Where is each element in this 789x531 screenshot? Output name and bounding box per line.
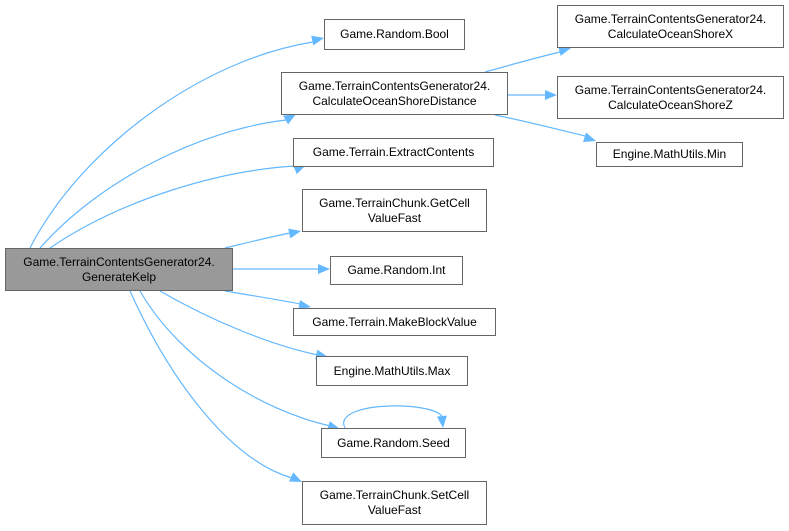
edge-line xyxy=(49,165,297,249)
edge-root-to-setcell xyxy=(129,290,302,482)
edge-line xyxy=(343,405,444,429)
edge-root-to-extract xyxy=(49,164,306,249)
node-label-line: ValueFast xyxy=(367,210,422,225)
node-label-line: CalculateOceanShoreDistance xyxy=(312,93,477,108)
edge-root-to-bool xyxy=(29,35,324,249)
node-mathutils-min[interactable]: Engine.MathUtils.Min xyxy=(596,142,743,167)
arrowhead-icon xyxy=(311,35,324,46)
node-label-line: GenerateKelp xyxy=(81,269,157,284)
node-label-line: Game.TerrainChunk.SetCell xyxy=(319,488,470,502)
edge-cosd-to-cosz xyxy=(508,90,557,100)
arrowhead-icon xyxy=(558,46,571,56)
edge-cosd-to-min xyxy=(494,114,596,143)
node-label-line: Game.TerrainContentsGenerator24. xyxy=(574,11,767,26)
node-label-line: Game.Terrain.MakeBlockValue xyxy=(312,314,477,329)
arrowhead-icon xyxy=(298,299,311,310)
edge-line xyxy=(159,290,319,356)
node-calculate-ocean-shore-x[interactable]: Game.TerrainContentsGenerator24. Calcula… xyxy=(557,5,784,48)
edge-line xyxy=(29,41,314,249)
node-label-line: CalculateOceanShoreX xyxy=(607,26,734,41)
arrowhead-icon xyxy=(293,164,306,175)
node-label-line: Engine.MathUtils.Min xyxy=(612,147,727,161)
node-make-block-value[interactable]: Game.Terrain.MakeBlockValue xyxy=(293,308,496,336)
node-label-line: Engine.MathUtils.Max xyxy=(333,363,451,378)
edge-line xyxy=(139,290,331,427)
arrowhead-icon xyxy=(436,415,447,428)
edge-line xyxy=(494,114,586,137)
arrowhead-icon xyxy=(288,228,301,239)
edge-root-to-cosd xyxy=(39,114,296,249)
edge-root-to-makeblock xyxy=(224,290,311,310)
node-label-line: Game.TerrainContentsGenerator24. xyxy=(23,254,215,269)
node-label-line: Game.TerrainChunk.GetCell xyxy=(319,195,470,210)
edge-line xyxy=(224,232,291,249)
arrowhead-icon xyxy=(545,90,557,100)
node-extract-contents[interactable]: Game.Terrain.ExtractContents xyxy=(293,138,494,167)
node-label-line: CalculateOceanShoreZ xyxy=(608,97,733,112)
edge-seed-to-seed xyxy=(343,405,447,429)
node-label-line: Game.Random.Seed xyxy=(337,435,450,450)
node-label-line: ValueFast xyxy=(367,503,422,517)
node-label-line: Game.Terrain.ExtractContents xyxy=(312,145,475,159)
node-random-seed[interactable]: Game.Random.Seed xyxy=(321,428,466,458)
node-label-line: Game.TerrainContentsGenerator24. xyxy=(574,82,767,97)
edge-line xyxy=(39,119,287,249)
node-random-bool[interactable]: Game.Random.Bool xyxy=(324,19,465,50)
node-calculate-ocean-shore-distance[interactable]: Game.TerrainContentsGenerator24. Calcula… xyxy=(281,72,508,115)
node-label-line: Game.TerrainContentsGenerator24. xyxy=(298,78,491,93)
edge-root-to-getcell xyxy=(224,228,301,249)
arrowhead-icon xyxy=(289,472,302,482)
arrowhead-icon xyxy=(583,132,596,143)
edge-line xyxy=(484,51,561,73)
node-random-int[interactable]: Game.Random.Int xyxy=(330,256,463,285)
node-mathutils-max[interactable]: Engine.MathUtils.Max xyxy=(316,356,468,386)
edge-cosd-to-cosx xyxy=(484,46,571,73)
node-calculate-ocean-shore-z[interactable]: Game.TerrainContentsGenerator24. Calcula… xyxy=(557,76,784,119)
arrowhead-icon xyxy=(283,114,296,125)
edge-root-to-int xyxy=(233,264,330,274)
node-label-line: Game.Random.Bool xyxy=(340,27,449,41)
node-set-cell-value-fast[interactable]: Game.TerrainChunk.SetCell ValueFast xyxy=(302,481,487,525)
node-get-cell-value-fast[interactable]: Game.TerrainChunk.GetCell ValueFast xyxy=(302,189,487,232)
node-label-line: Game.Random.Int xyxy=(347,263,446,277)
edge-line xyxy=(129,290,293,479)
arrowhead-icon xyxy=(318,264,330,274)
edge-line xyxy=(224,290,301,305)
node-generate-kelp[interactable]: Game.TerrainContentsGenerator24. Generat… xyxy=(5,248,233,291)
